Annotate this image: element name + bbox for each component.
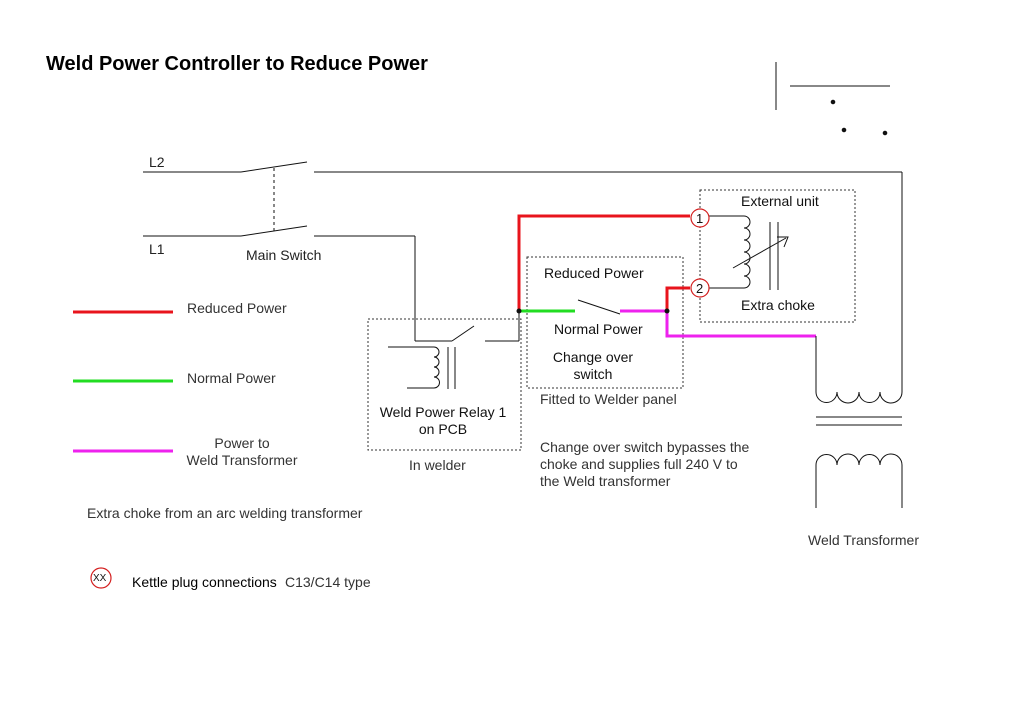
reduced-power-box-label: Reduced Power <box>544 265 644 281</box>
relay-box <box>367 318 522 451</box>
change-over-label-line2: switch <box>573 366 613 382</box>
weld-transformer-icon <box>815 391 903 508</box>
external-unit-label: External unit <box>741 193 819 209</box>
key-connector-label-a: Kettle plug connections <box>132 574 277 590</box>
relay-label-line2: on PCB <box>418 421 468 437</box>
junction-dot <box>664 308 670 314</box>
main-switch-label: Main Switch <box>246 247 322 263</box>
extra-choke-label: Extra choke <box>741 297 815 313</box>
stray-marks <box>775 62 890 136</box>
key-connector-label-b: C13/C14 type <box>285 574 371 590</box>
relay-contact <box>415 311 520 342</box>
bypass-note-line3: the Weld transformer <box>540 473 671 489</box>
connector-1-label: 1 <box>696 211 704 226</box>
l2-label: L2 <box>149 154 165 170</box>
connector-1 <box>690 208 710 228</box>
junction-dot <box>516 308 522 314</box>
change-over-box <box>526 256 684 389</box>
reduced-power-path <box>517 214 690 311</box>
l2-wire <box>143 171 903 392</box>
bypass-note-line2: choke and supplies full 240 V to <box>540 456 738 472</box>
relay-coil-icon <box>388 346 456 389</box>
connector-2 <box>690 278 710 298</box>
normal-power-box-label: Normal Power <box>554 321 643 337</box>
diagram-title: Weld Power Controller to Reduce Power <box>46 53 428 75</box>
change-over-contact <box>577 299 621 315</box>
l1-wire <box>143 235 416 341</box>
transformer-power-path <box>620 309 816 338</box>
in-welder-label: In welder <box>409 457 466 473</box>
relay-label-line1: Weld Power Relay 1 <box>379 404 507 420</box>
bypass-note-line1: Change over switch bypasses the <box>540 439 750 455</box>
change-over-label-line1: Change over <box>552 349 634 365</box>
legend-reduced-power-label: Reduced Power <box>187 300 287 316</box>
choke-note: Extra choke from an arc welding transfor… <box>87 505 363 521</box>
legend-power-to-line2: Weld Transformer <box>186 452 298 468</box>
l1-label: L1 <box>149 241 165 257</box>
external-unit-box <box>699 189 856 323</box>
connector-2-label: 2 <box>696 281 704 296</box>
extra-choke-icon <box>732 215 789 290</box>
key-connector-icon <box>90 567 112 589</box>
legend-normal-power-label: Normal Power <box>187 370 276 386</box>
weld-transformer-label: Weld Transformer <box>808 532 919 548</box>
main-switch <box>240 161 308 237</box>
legend-power-to-line1: Power to <box>214 435 270 451</box>
key-connector-symbol: XX <box>93 573 107 584</box>
fitted-to-panel-label: Fitted to Welder panel <box>540 391 677 407</box>
